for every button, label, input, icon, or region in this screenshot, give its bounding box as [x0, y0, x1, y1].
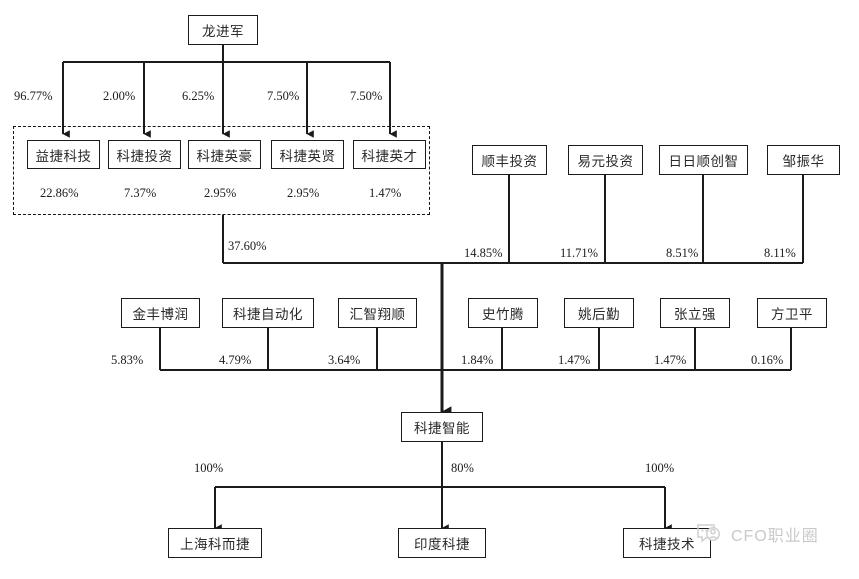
node-huizhi-xiangshun[interactable]: 汇智翔顺 — [338, 298, 417, 328]
node-kejie-touzi[interactable]: 科捷投资 — [108, 140, 181, 169]
pct-controller-to-yingxian: 7.50% — [267, 89, 300, 103]
pct-jinfeng-to-core: 5.83% — [111, 353, 144, 367]
node-yiyuan-touzi[interactable]: 易元投资 — [568, 145, 643, 175]
pct-fangweiping-to-core: 0.16% — [751, 353, 784, 367]
pct-controller-to-kejietouzi: 2.00% — [103, 89, 136, 103]
pct-zouzhenhua-to-core: 8.11% — [764, 246, 796, 260]
node-ririshun-chuangzhi[interactable]: 日日顺创智 — [659, 145, 748, 175]
speech-bubble-person-icon — [695, 521, 725, 547]
node-shanghai-kerjie[interactable]: 上海科而捷 — [168, 528, 262, 558]
node-kejie-jishu[interactable]: 科捷技术 — [623, 528, 711, 558]
node-india-kejie[interactable]: 印度科捷 — [398, 528, 486, 558]
pct-ririshun-to-core: 8.51% — [666, 246, 699, 260]
watermark-label: CFO职业圈 — [731, 528, 819, 545]
pct-kejietouzi-to-core: 7.37% — [124, 186, 157, 200]
node-controller[interactable]: 龙进军 — [188, 15, 258, 45]
pct-shunfeng-to-core: 14.85% — [464, 246, 503, 260]
node-zou-zhenhua[interactable]: 邹振华 — [767, 145, 840, 175]
node-core-company[interactable]: 科捷智能 — [401, 412, 483, 442]
pct-zidonghua-to-core: 4.79% — [219, 353, 252, 367]
node-shunfeng-touzi[interactable]: 顺丰投资 — [472, 145, 547, 175]
pct-yinghao-to-core: 2.95% — [204, 186, 237, 200]
pct-core-to-shanghai-kerjie: 100% — [194, 461, 224, 475]
pct-zhangliqiang-to-core: 1.47% — [654, 353, 687, 367]
node-yijie-keji[interactable]: 益捷科技 — [27, 140, 100, 169]
pct-shizhuteng-to-core: 1.84% — [461, 353, 494, 367]
pct-controller-to-yinghao: 6.25% — [182, 89, 215, 103]
pct-huizhi-to-core: 3.64% — [328, 353, 361, 367]
node-kejie-yingcai[interactable]: 科捷英才 — [353, 140, 426, 169]
watermark-cfo-zhiyequan: CFO职业圈 — [695, 521, 819, 547]
pct-group-total-to-core: 37.60% — [228, 239, 267, 253]
pct-core-to-kejie-jishu: 100% — [645, 461, 675, 475]
pct-yijie-to-core: 22.86% — [40, 186, 79, 200]
node-shi-zhuteng[interactable]: 史竹腾 — [468, 298, 538, 328]
node-kejie-yinghao[interactable]: 科捷英豪 — [188, 140, 261, 169]
node-fang-weiping[interactable]: 方卫平 — [757, 298, 827, 328]
group-box-controlled-entities — [13, 126, 430, 215]
pct-yaohouqin-to-core: 1.47% — [558, 353, 591, 367]
pct-core-to-india-kejie: 80% — [451, 461, 474, 475]
node-kejie-zidonghua[interactable]: 科捷自动化 — [222, 298, 314, 328]
pct-controller-to-yingcai: 7.50% — [350, 89, 383, 103]
node-jinfeng-borun[interactable]: 金丰博润 — [121, 298, 200, 328]
pct-yiyuan-to-core: 11.71% — [560, 246, 599, 260]
node-yao-houqin[interactable]: 姚后勤 — [564, 298, 634, 328]
pct-controller-to-yijie: 96.77% — [14, 89, 53, 103]
pct-yingcai-to-core: 1.47% — [369, 186, 402, 200]
node-zhang-liqiang[interactable]: 张立强 — [660, 298, 730, 328]
pct-yingxian-to-core: 2.95% — [287, 186, 320, 200]
node-kejie-yingxian[interactable]: 科捷英贤 — [271, 140, 344, 169]
